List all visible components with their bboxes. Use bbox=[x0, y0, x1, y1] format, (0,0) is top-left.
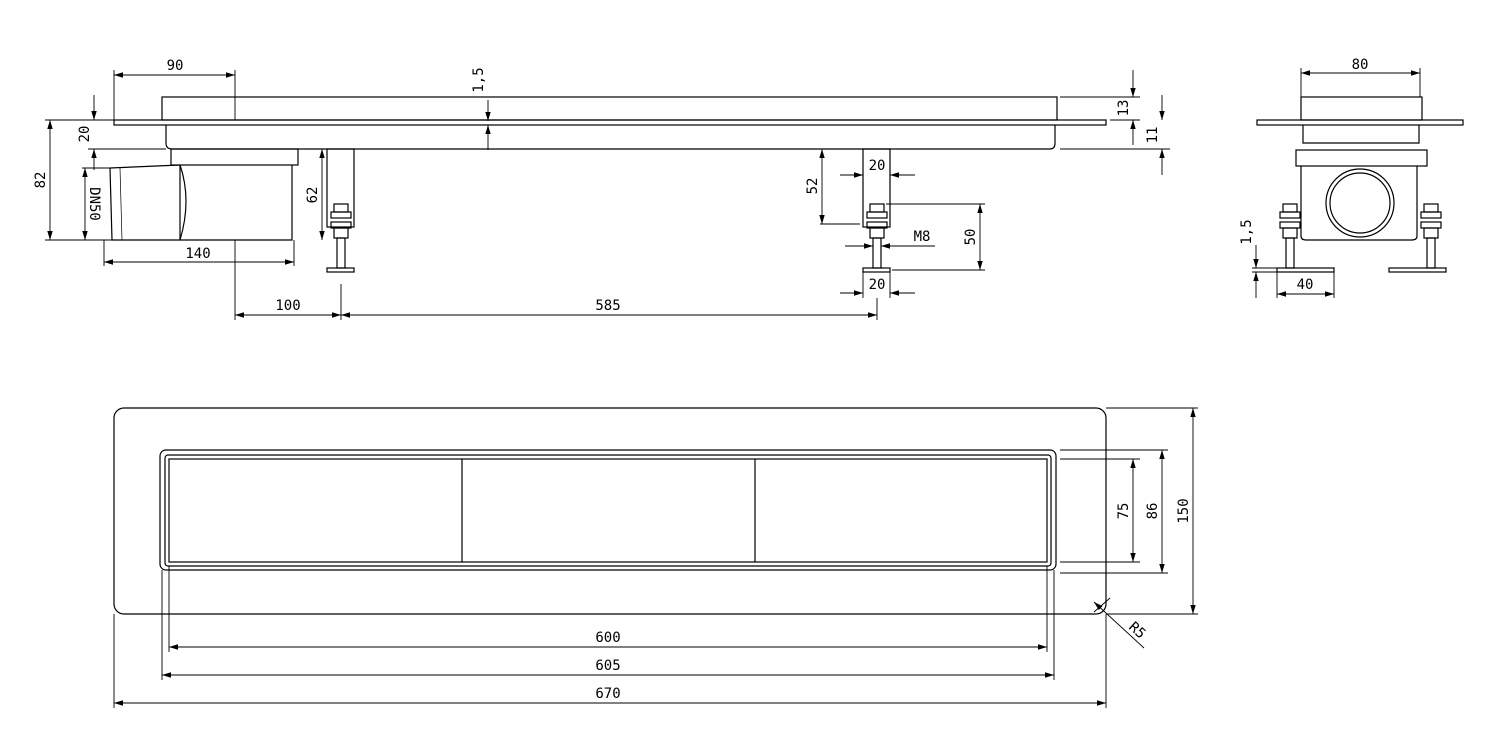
support-leg-right bbox=[862, 148, 891, 228]
dim-75: 75 bbox=[1116, 503, 1132, 520]
dim-m8: M8 bbox=[914, 229, 931, 245]
dim-13: 13 bbox=[1116, 100, 1132, 117]
plan-channel-outline bbox=[159, 449, 1057, 571]
dim-670: 670 bbox=[595, 686, 620, 702]
end-grate bbox=[1300, 96, 1423, 121]
dim-605: 605 bbox=[595, 658, 620, 674]
support-leg-left bbox=[326, 148, 355, 228]
dim-40: 40 bbox=[1297, 277, 1314, 293]
outlet-flange bbox=[170, 148, 299, 166]
plan-view: 75 86 150 R5 600 605 670 bbox=[113, 407, 1198, 708]
end-bolt-left bbox=[1276, 203, 1335, 273]
dim-140: 140 bbox=[185, 246, 210, 262]
dim-1-5-side: 1,5 bbox=[1239, 219, 1255, 244]
end-outlet-flange bbox=[1295, 149, 1428, 167]
dim-82: 82 bbox=[33, 172, 49, 189]
dim-62: 62 bbox=[305, 187, 321, 204]
plan-grate-outer bbox=[164, 454, 1052, 567]
end-outlet-body bbox=[1300, 166, 1418, 241]
dim-r5: R5 bbox=[1125, 619, 1148, 642]
plan-flange-outline bbox=[113, 407, 1107, 615]
plan-grate-inner bbox=[168, 458, 1048, 563]
dim-50: 50 bbox=[963, 229, 979, 246]
side-elevation-view: 90 1,5 13 11 20 82 DN50 14 bbox=[33, 58, 1170, 320]
dim-20-foot-top: 20 bbox=[869, 158, 886, 174]
dim-600: 600 bbox=[595, 630, 620, 646]
dim-585: 585 bbox=[595, 298, 620, 314]
dim-52: 52 bbox=[805, 178, 821, 195]
adjusting-bolt-left bbox=[326, 203, 355, 273]
dim-20-left: 20 bbox=[77, 126, 93, 143]
channel-body bbox=[165, 125, 1056, 150]
outlet-curve bbox=[179, 164, 187, 241]
flange-strip bbox=[113, 119, 1107, 126]
outlet-housing bbox=[179, 165, 293, 241]
outlet-pipe-circle bbox=[1325, 168, 1395, 238]
end-bolt-right bbox=[1388, 203, 1447, 273]
dim-150: 150 bbox=[1176, 498, 1192, 523]
grate-cover bbox=[161, 96, 1058, 121]
end-flange bbox=[1256, 119, 1464, 126]
dim-dn50: DN50 bbox=[86, 187, 102, 221]
end-view: 80 1,5 40 bbox=[1239, 57, 1464, 298]
dim-1-5-top: 1,5 bbox=[471, 67, 487, 92]
dim-11: 11 bbox=[1145, 127, 1161, 144]
adjusting-bolt-right bbox=[862, 203, 891, 273]
dim-90: 90 bbox=[167, 58, 184, 74]
dim-86: 86 bbox=[1145, 503, 1161, 520]
dim-20-foot-bottom: 20 bbox=[869, 277, 886, 293]
end-channel bbox=[1302, 125, 1420, 144]
dim-80: 80 bbox=[1352, 57, 1369, 73]
dim-100: 100 bbox=[275, 298, 300, 314]
